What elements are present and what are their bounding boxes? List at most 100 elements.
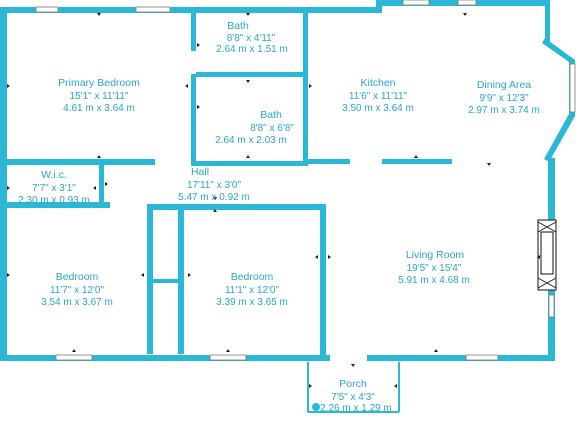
door-markers xyxy=(7,13,540,388)
wall-bath-bottom xyxy=(196,161,308,166)
room-dimensions-imperial: 11'6" x 11'11" xyxy=(349,91,408,102)
room-dimensions-metric: 2.97 m x 3.74 m xyxy=(468,105,540,116)
room-dimensions-metric: 2.26 m x 1.29 m xyxy=(320,403,392,414)
room-dimensions-imperial: 8'8" x 4'11" xyxy=(227,33,276,44)
arrow-marker xyxy=(487,163,491,166)
room-wic: W.i.c. 7'7" x 3'1" 2.30 m x 0.93 m xyxy=(18,169,90,206)
arrow-marker xyxy=(197,43,200,47)
porch-post-icon xyxy=(312,403,320,411)
room-name: Living Room xyxy=(406,249,465,261)
arrow-marker xyxy=(213,197,217,200)
arrow-marker xyxy=(309,84,312,88)
wall-kitchen-bottom-a xyxy=(305,159,350,164)
arrow-marker xyxy=(537,255,540,259)
room-dimensions-metric: 3.50 m x 3.64 m xyxy=(342,103,414,114)
window-kitchen xyxy=(402,0,430,6)
arrow-marker xyxy=(213,209,217,212)
arrow-marker xyxy=(351,364,355,367)
wall-left xyxy=(0,7,7,361)
room-porch: Porch 7'5" x 4'3" 2.26 m x 1.29 m xyxy=(320,378,392,414)
wall-bedroom-left-top xyxy=(0,202,110,208)
wall-wic-right xyxy=(99,163,104,208)
room-dimensions-metric: 5.47 m x 0.92 m xyxy=(178,192,250,203)
room-dimensions-imperial: 7'5" x 4'3" xyxy=(331,392,375,403)
room-living-room: Living Room 19'5" x 15'4" 5.91 m x 4.68 … xyxy=(398,249,470,286)
windows xyxy=(35,0,576,361)
room-kitchen: Kitchen 11'6" x 11'11" 3.50 m x 3.64 m xyxy=(342,77,414,114)
room-dimensions-imperial: 9'9" x 12'3" xyxy=(479,93,529,104)
room-dimensions-imperial: 17'11" x 3'0" xyxy=(187,180,242,191)
window-living-1 xyxy=(465,354,499,361)
arrow-marker xyxy=(328,255,331,259)
room-dimensions-metric: 2.64 m x 2.03 m xyxy=(215,135,287,146)
arrow-marker xyxy=(97,155,101,158)
room-bath-mid: Bath 8'8" x 6'8" 2.64 m x 2.03 m xyxy=(215,109,294,146)
arrow-marker xyxy=(141,273,144,277)
wall-bay-window xyxy=(542,38,575,162)
arrow-marker xyxy=(7,273,10,277)
room-dimensions-imperial: 11'1" x 12'0" xyxy=(225,285,280,296)
arrow-marker xyxy=(72,349,76,352)
wall-primary-bath-divider-lower xyxy=(191,74,196,166)
wall-right-upper xyxy=(545,0,550,42)
wall-kitchen-bottom-b xyxy=(382,159,452,164)
window-living-side xyxy=(548,294,555,318)
room-dimensions-metric: 4.61 m x 3.64 m xyxy=(63,103,135,114)
room-dimensions-imperial: 8'8" x 6'8" xyxy=(250,123,294,134)
room-dimensions-metric: 5.91 m x 4.68 m xyxy=(398,275,470,286)
room-bath-top: Bath 8'8" x 4'11" 2.64 m x 1.51 m xyxy=(216,20,288,55)
wall-primary-bath-divider xyxy=(191,11,196,51)
wall-bottom-left xyxy=(0,355,330,361)
arrow-marker xyxy=(226,349,230,352)
arrow-marker xyxy=(7,186,10,190)
arrow-marker xyxy=(97,13,101,16)
room-dimensions-metric: 3.54 m x 3.67 m xyxy=(41,297,113,308)
room-name: Bath xyxy=(227,20,249,32)
room-name: Bedroom xyxy=(231,271,274,283)
wall-closet-shelf xyxy=(150,279,183,283)
room-name: Bath xyxy=(260,109,282,121)
wall-bedroom-center-top xyxy=(150,204,325,210)
fireplace-icon xyxy=(537,219,557,291)
wall-bath-kitchen-divider xyxy=(303,11,308,166)
wall-bedroom-center-right xyxy=(320,204,326,360)
room-bedroom-left: Bedroom 11'7" x 12'0" 3.54 m x 3.67 m xyxy=(41,271,113,308)
window-primary-left xyxy=(35,6,59,13)
arrow-marker xyxy=(246,13,250,16)
arrow-marker xyxy=(246,155,250,158)
arrow-marker xyxy=(434,349,438,352)
wall-primary-bottom xyxy=(0,159,155,165)
room-name: Dining Area xyxy=(477,79,531,91)
arrow-marker xyxy=(309,384,312,388)
room-dimensions-imperial: 7'7" x 3'1" xyxy=(32,183,76,194)
room-name: W.i.c. xyxy=(41,169,67,181)
wall-bottom-right xyxy=(367,355,555,361)
window-bedroom-left xyxy=(55,354,93,361)
arrow-marker xyxy=(463,13,467,16)
wall-top-step xyxy=(376,0,382,13)
arrow-marker xyxy=(414,155,418,158)
room-bedroom-center: Bedroom 11'1" x 12'0" 3.39 m x 3.65 m xyxy=(216,271,288,308)
window-dining-bay xyxy=(569,63,576,113)
window-dining xyxy=(457,0,477,6)
arrow-marker xyxy=(185,84,188,88)
room-name: Bedroom xyxy=(56,271,99,283)
arrow-marker xyxy=(188,273,191,277)
wall-top-left xyxy=(0,7,382,13)
room-name: Kitchen xyxy=(360,77,395,89)
room-name: Hall xyxy=(191,166,209,178)
porch-outline xyxy=(307,362,400,413)
room-hall: Hall 17'11" x 3'0" 5.47 m x 0.92 m xyxy=(178,166,250,203)
arrow-marker xyxy=(315,255,318,259)
arrow-marker xyxy=(7,84,10,88)
arrow-marker xyxy=(246,80,250,83)
room-name: Primary Bedroom xyxy=(58,77,140,89)
arrow-marker xyxy=(105,182,108,186)
arrow-marker xyxy=(197,105,200,109)
room-dimensions-imperial: 15'1" x 11'11" xyxy=(70,91,129,102)
window-primary-right xyxy=(135,6,171,13)
room-dimensions-metric: 2.30 m x 0.93 m xyxy=(18,195,90,206)
room-dimensions-imperial: 11'7" x 12'0" xyxy=(50,285,105,296)
room-dimensions-metric: 2.64 m x 1.51 m xyxy=(216,44,288,55)
